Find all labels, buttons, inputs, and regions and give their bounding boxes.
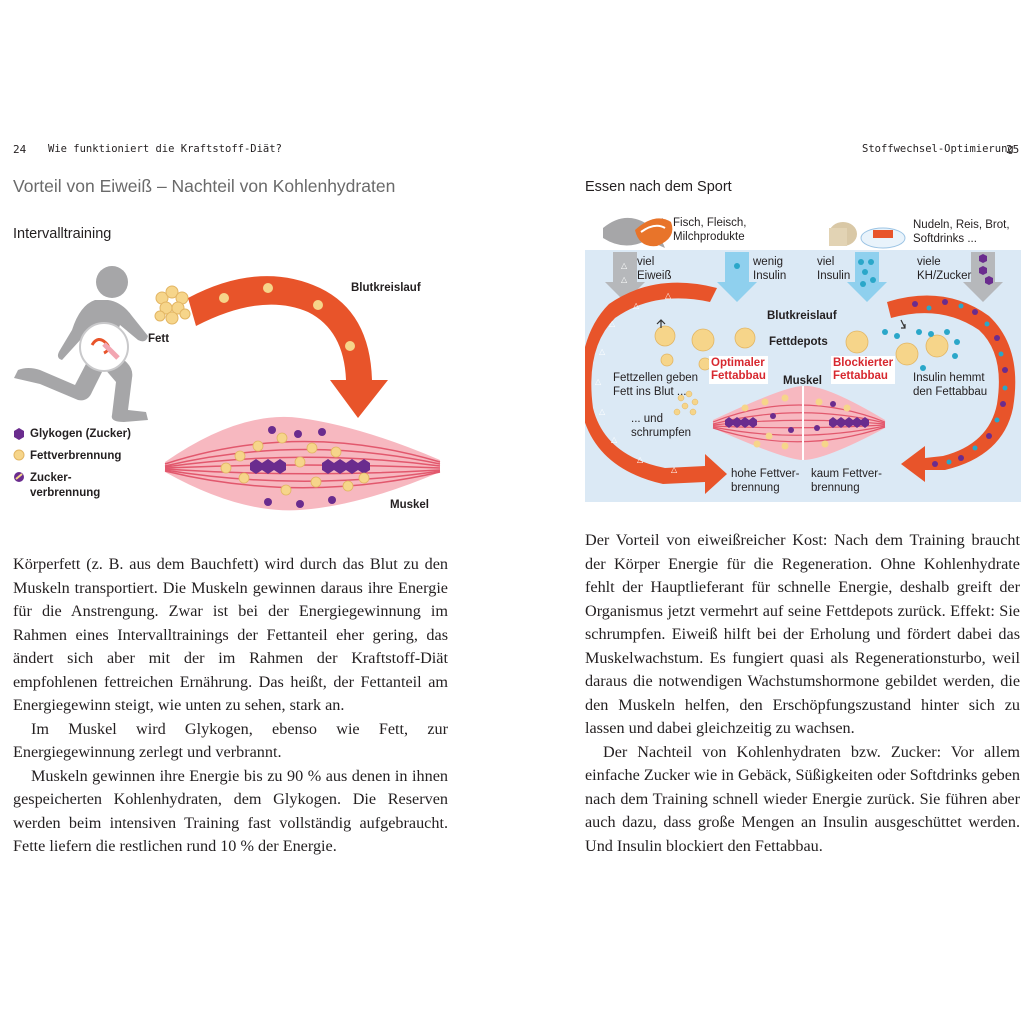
right-circulation-arrow bbox=[887, 295, 1016, 482]
fat-burning-dot-icon bbox=[13, 449, 25, 461]
label-optimal-fat-loss: Optimaler Fettabbau bbox=[709, 356, 768, 384]
arrow-down-protein bbox=[605, 252, 645, 302]
left-paragraph-3: Muskeln gewinnen ihre Energie bis zu 90 … bbox=[13, 766, 448, 856]
svg-text:△: △ bbox=[595, 377, 602, 386]
svg-text:△: △ bbox=[665, 291, 672, 300]
left-paragraph-2: Im Muskel wird Glykogen, ebenso wie Fett… bbox=[13, 719, 448, 762]
section-title: Vorteil von Eiweiß – Nachteil von Kohlen… bbox=[13, 176, 396, 196]
svg-text:△: △ bbox=[621, 275, 628, 284]
label-wenig-insulin: wenig Insulin bbox=[753, 256, 787, 282]
interval-training-figure: Blutkreislauf Fett Muskel Glykogen (Zuck… bbox=[0, 250, 470, 525]
label-shrink: ... und schrumpfen bbox=[631, 413, 692, 439]
page-number-left: 24 bbox=[13, 143, 27, 156]
svg-text:△: △ bbox=[671, 465, 678, 474]
legend-sugar-burning-2: verbrennung bbox=[30, 487, 101, 499]
label-blocked-fat-loss: Blockierter Fettabbau bbox=[831, 356, 896, 384]
label-food-left: Fisch, Fleisch, Milchprodukte bbox=[673, 217, 747, 243]
running-head-right: Stoffwechsel-Optimierung bbox=[862, 143, 1014, 155]
label-fat: Fett bbox=[148, 333, 170, 345]
legend-fat-burning: Fettverbrennung bbox=[30, 450, 122, 462]
page-number-right: 25 bbox=[1006, 143, 1020, 156]
fat-cluster-icon bbox=[154, 285, 191, 325]
svg-text:△: △ bbox=[611, 435, 618, 444]
running-head-left: Wie funktioniert die Kraftstoff-Diät? bbox=[48, 143, 282, 155]
legend-glycogen: Glykogen (Zucker) bbox=[30, 428, 131, 440]
svg-text:△: △ bbox=[633, 301, 640, 310]
svg-text:△: △ bbox=[599, 407, 606, 416]
right-body-text: Der Vorteil von eiweißreicher Kost: Nach… bbox=[585, 529, 1020, 858]
label-blood-circulation: Blutkreislauf bbox=[351, 282, 421, 294]
muscle-icon bbox=[164, 416, 441, 511]
label-high-fat-burn: hohe Fettver- brennung bbox=[731, 468, 800, 494]
svg-text:△: △ bbox=[609, 319, 616, 328]
label-muscle-right: Muskel bbox=[783, 375, 822, 387]
svg-text:△: △ bbox=[621, 261, 628, 270]
meat-icon bbox=[635, 218, 673, 247]
fat-depot-icon bbox=[654, 325, 949, 371]
left-paragraph-1: Körperfett (z. B. aus dem Bauchfett) wir… bbox=[13, 555, 448, 714]
label-low-fat-burn: kaum Fettver- brennung bbox=[811, 468, 882, 494]
label-food-right: Nudeln, Reis, Brot, Softdrinks ... bbox=[913, 219, 1010, 245]
post-workout-illustration: △ △ △ △ △ △ △ △ △ △ △ bbox=[585, 217, 1021, 502]
label-viel-eiweiss: viel Eiweiß bbox=[637, 256, 672, 282]
subsection-title-left: Intervalltraining bbox=[13, 226, 112, 242]
arrow-down-carbs bbox=[963, 252, 1003, 302]
svg-text:△: △ bbox=[599, 347, 606, 356]
glycogen-hexagon-icon bbox=[14, 428, 24, 440]
right-paragraph-2: Der Nachteil von Kohlenhydraten bzw. Zuc… bbox=[585, 742, 1020, 855]
label-viele-kh: viele KH/Zucker bbox=[917, 256, 972, 282]
svg-text:△: △ bbox=[637, 455, 644, 464]
label-insulin-blocks: Insulin hemmt den Fettabbau bbox=[913, 372, 988, 398]
post-workout-figure: △ △ △ △ △ △ △ △ △ △ △ bbox=[585, 208, 1023, 504]
interval-training-illustration bbox=[13, 266, 441, 511]
arrow-down-low-insulin bbox=[717, 252, 757, 302]
label-fat-depots: Fettdepots bbox=[769, 336, 828, 348]
left-circulation-arrow bbox=[585, 282, 727, 494]
arrow-down-high-insulin bbox=[847, 252, 887, 302]
blood-circulation-arrow bbox=[188, 276, 388, 418]
right-paragraph-1: Der Vorteil von eiweißreicher Kost: Nach… bbox=[585, 531, 1020, 737]
left-body-text: Körperfett (z. B. aus dem Bauchfett) wir… bbox=[13, 553, 448, 859]
legend-sugar-burning-1: Zucker- bbox=[30, 472, 72, 484]
label-blood-circulation-right: Blutkreislauf bbox=[767, 310, 837, 322]
label-viel-insulin: viel Insulin bbox=[817, 256, 851, 282]
label-fat-cells: Fettzellen geben Fett ins Blut ... bbox=[613, 372, 699, 398]
label-muscle: Muskel bbox=[390, 499, 429, 511]
subsection-title-right: Essen nach dem Sport bbox=[585, 179, 732, 195]
muscle-right-icon bbox=[712, 385, 886, 460]
